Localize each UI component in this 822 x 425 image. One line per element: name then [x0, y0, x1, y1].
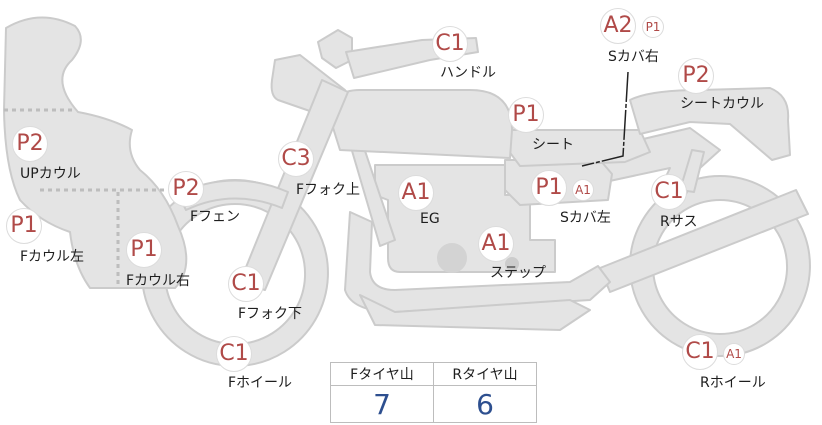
- grade-badge-handle: C1: [432, 26, 468, 62]
- engine-cover: [437, 243, 467, 273]
- label-step: ステップ: [490, 265, 546, 281]
- label-r-suspension: Rサス: [660, 214, 698, 230]
- label-seat: シート: [532, 137, 574, 153]
- grade-badge-f-fork-upper: C3: [278, 141, 314, 177]
- grade-badge-f-cowl-left: P1: [6, 208, 42, 244]
- grade-badge-step: A1: [478, 226, 514, 262]
- label-engine: EG: [420, 211, 440, 227]
- grade-badge-r-wheel: C1: [682, 334, 718, 370]
- swingarm-shape: [599, 189, 809, 293]
- grade-badge-s-cover-left-extra: A1: [572, 179, 594, 201]
- label-up-cowl: UPカウル: [20, 166, 81, 182]
- engine-bolt: [505, 257, 519, 271]
- tank-shape: [329, 89, 513, 159]
- label-s-cover-left: Sカバ左: [560, 210, 611, 226]
- tire-table-header-row: Fタイヤ山 Rタイヤ山: [330, 362, 537, 386]
- rear-shock-shape: [679, 149, 705, 193]
- handlebar-shape: [317, 29, 353, 69]
- grade-badge-r-wheel-extra: A1: [723, 343, 745, 365]
- label-f-fork-lower: Fフォク下: [238, 306, 303, 322]
- grade-badge-f-wheel: C1: [216, 336, 252, 372]
- exhaust-lower-shape: [359, 294, 591, 331]
- front-cowl-shape: [3, 16, 188, 289]
- exhaust-shape: [344, 211, 611, 313]
- tire-table-value-row: 7 6: [330, 385, 537, 423]
- grade-badge-r-suspension: C1: [651, 174, 687, 210]
- grade-badge-f-fender: P2: [168, 171, 204, 207]
- seat-shape: [507, 129, 651, 167]
- front-fork-shape: [239, 79, 349, 291]
- label-f-wheel: Fホイール: [228, 375, 293, 391]
- header-front-tire: Fタイヤ山: [330, 362, 434, 386]
- label-f-fork-upper: Fフォク上: [296, 182, 361, 198]
- grade-badge-up-cowl: P2: [12, 126, 48, 162]
- grade-badge-s-cover-right-extra: P1: [642, 16, 664, 38]
- label-seat-cowl: シートカウル: [680, 96, 764, 112]
- label-f-fender: Fフェン: [190, 209, 241, 225]
- leader-line: [581, 71, 629, 167]
- grade-badge-seat: P1: [508, 97, 544, 133]
- value-rear-tire: 6: [433, 385, 537, 423]
- grade-badge-s-cover-right: A2: [600, 8, 636, 44]
- front-fender-shape: [177, 179, 289, 211]
- label-f-cowl-left: Fカウル左: [20, 249, 85, 265]
- label-s-cover-right: Sカバ右: [608, 49, 659, 65]
- grade-badge-seat-cowl: P2: [678, 58, 714, 94]
- tire-tread-table: Fタイヤ山 Rタイヤ山 7 6: [330, 362, 537, 423]
- value-front-tire: 7: [330, 385, 434, 423]
- grade-badge-f-fork-lower: C1: [228, 266, 264, 302]
- grade-badge-engine: A1: [398, 175, 434, 211]
- grade-badge-s-cover-left: P1: [531, 170, 567, 206]
- label-r-wheel: Rホイール: [700, 375, 766, 391]
- header-rear-tire: Rタイヤ山: [433, 362, 537, 386]
- label-f-cowl-right: Fカウル右: [126, 273, 191, 289]
- seat-cowl-shape: [629, 87, 791, 161]
- grade-badge-f-cowl-right: P1: [126, 232, 162, 268]
- label-handle: ハンドル: [440, 65, 496, 81]
